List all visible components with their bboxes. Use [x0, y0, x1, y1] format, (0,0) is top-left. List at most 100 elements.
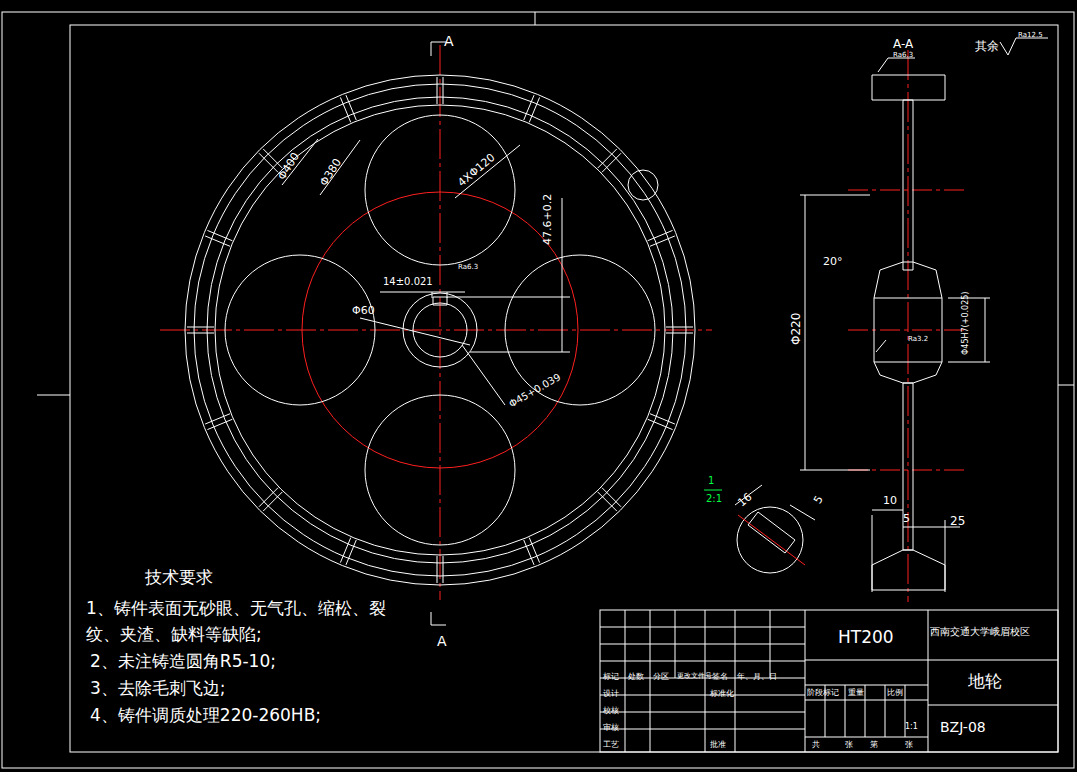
table-cell: 张	[905, 741, 913, 750]
bore-line	[874, 298, 942, 299]
detail-circle	[737, 507, 803, 573]
table-rule	[805, 737, 928, 738]
section-arrow	[431, 625, 446, 626]
dimension-text: Ra6.3	[893, 52, 913, 60]
table-rule	[625, 678, 626, 752]
rim-rib	[598, 492, 617, 511]
table-cell: 第	[870, 741, 878, 750]
dimension-text: Φ45H7(+0.025)	[962, 292, 971, 355]
dimension-text: Ra6.3	[458, 264, 478, 272]
rim-rib	[437, 77, 438, 104]
dimension-text: 5	[812, 494, 826, 506]
table-rule	[928, 610, 929, 752]
lightening-hole	[365, 115, 515, 265]
table-rule	[675, 610, 676, 678]
roughness-symbol	[876, 340, 886, 352]
table-rule	[735, 678, 736, 752]
table-rule	[600, 627, 805, 628]
table-rule	[600, 661, 805, 662]
rim-rib	[205, 414, 230, 424]
table-cell: 设计	[603, 690, 619, 699]
rim-inner	[207, 97, 673, 563]
rim-rib	[443, 77, 444, 104]
rim-section	[872, 75, 945, 100]
rim-rib	[524, 95, 534, 120]
table-rule	[865, 685, 866, 737]
table-rule	[600, 729, 805, 730]
rim-rib	[666, 327, 693, 328]
dimension-text: Φ400	[276, 151, 302, 183]
center-line	[848, 330, 968, 331]
dimension-text: Φ380	[318, 157, 344, 189]
table-cell: 重量	[848, 689, 864, 698]
dimension-line	[805, 195, 806, 470]
rim-rib	[346, 95, 356, 120]
web-section	[903, 383, 913, 550]
dimension-line	[985, 298, 986, 362]
table-rule	[805, 610, 806, 752]
roughness-symbol	[878, 58, 888, 72]
section-mark	[431, 612, 432, 625]
rim-rib	[263, 492, 282, 511]
note-text: 技术要求	[145, 568, 213, 587]
table-cell: 处数	[628, 673, 644, 682]
extension-line	[447, 297, 570, 298]
dimension-text: 2:1	[706, 493, 722, 504]
roughness-symbol	[1008, 38, 1016, 55]
keyway-detail	[748, 512, 795, 553]
table-rule	[705, 678, 706, 752]
dimension-text: 47.6+0.2	[542, 194, 554, 245]
table-cell: HT200	[838, 628, 894, 647]
dimension-text: 14±0.021	[383, 276, 433, 287]
scale-fraction-bar	[704, 490, 722, 491]
table-rule	[845, 685, 846, 737]
title-block	[600, 610, 1058, 752]
dimension-text: Φ220	[790, 313, 803, 345]
rim-rib	[602, 153, 621, 172]
table-rule	[650, 610, 651, 678]
table-rule	[770, 610, 771, 678]
dimension-text: 16	[736, 491, 754, 509]
table-cell: 标准化	[710, 690, 734, 699]
dimension-text: Ra3.2	[908, 336, 928, 344]
leader-line	[455, 145, 520, 198]
rim-rib	[259, 153, 278, 172]
extension-line	[800, 470, 870, 471]
rim-rib	[340, 538, 350, 563]
rim-rib	[598, 149, 617, 168]
frame-tick	[535, 12, 536, 25]
rim-rib	[207, 419, 232, 429]
table-rule	[650, 678, 651, 752]
sheet-border	[2, 12, 1074, 768]
dimension-line	[360, 318, 470, 345]
dimension-text: 10	[883, 495, 897, 507]
dimension-text: 1	[708, 475, 714, 486]
rim-rib	[346, 540, 356, 565]
table-rule	[805, 700, 928, 701]
table-rule	[600, 712, 805, 713]
dimension-text: Φ60	[352, 305, 375, 317]
roughness-symbol	[1000, 42, 1008, 55]
note-text: 4、铸件调质处理220-260HB;	[90, 706, 321, 725]
extension-line	[945, 520, 946, 592]
table-rule	[805, 685, 928, 686]
rim-rib	[529, 97, 539, 122]
dimension-text: Φ45+0.039	[507, 371, 562, 409]
dimension-text: 5	[903, 513, 910, 525]
rim-rib	[524, 540, 534, 565]
dimension-line	[790, 505, 815, 520]
extension-line	[872, 515, 873, 592]
note-text: 3、去除毛刺飞边;	[90, 679, 226, 698]
dimension-line	[903, 527, 913, 528]
web-section	[903, 100, 913, 270]
extension-line	[800, 195, 870, 196]
hub-section	[874, 262, 942, 383]
rim-rib	[666, 333, 693, 334]
table-cell: 阶段标记	[807, 689, 839, 698]
hub-circle	[403, 293, 477, 367]
rim-rib	[259, 488, 278, 507]
table-cell: 比例	[887, 689, 903, 698]
lightening-hole	[365, 395, 515, 545]
lightening-hole	[505, 255, 655, 405]
rim-rib	[648, 230, 673, 240]
